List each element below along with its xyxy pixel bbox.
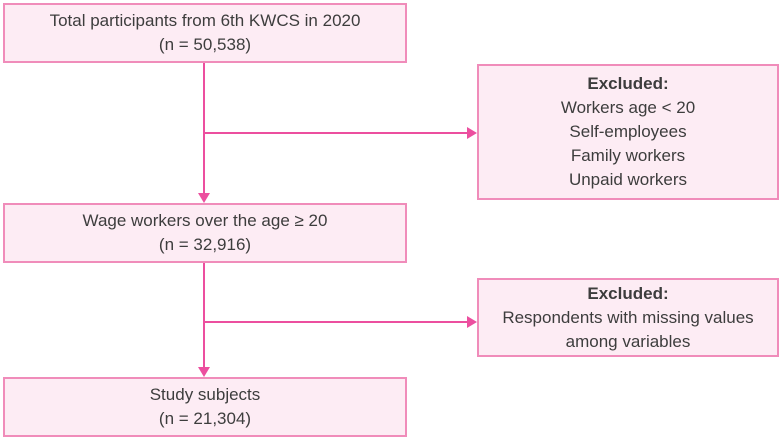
total-participants-n: (n = 50,538) (158, 35, 252, 54)
excluded-first-title: Excluded: (587, 74, 669, 93)
box-excluded-first: Excluded: Workers age < 20 Self-employee… (477, 64, 779, 200)
excluded-second-title: Excluded: (587, 283, 669, 303)
excluded-first-item: Family workers (570, 146, 686, 165)
arrowhead-down-icon-1 (198, 193, 210, 203)
excluded-first-item: Unpaid workers (568, 170, 688, 189)
excluded-first-item: Self-employees (569, 122, 687, 141)
excluded-second-item: Respondents with missing values among va… (502, 307, 754, 351)
arrowhead-right-icon-2 (467, 316, 477, 328)
wage-workers-n: (n = 32,916) (158, 235, 252, 254)
arrowhead-down-icon-2 (198, 367, 210, 377)
box-total-participants: Total participants from 6th KWCS in 2020… (3, 3, 407, 63)
excluded-first-item: Workers age < 20 (560, 98, 696, 117)
total-participants-label: Total participants from 6th KWCS in 2020 (49, 11, 361, 30)
box-excluded-second: Excluded: Respondents with missing value… (477, 278, 779, 357)
study-subjects-label: Study subjects (149, 385, 261, 404)
study-subjects-n: (n = 21,304) (158, 409, 252, 428)
box-study-subjects: Study subjects (n = 21,304) (3, 377, 407, 437)
arrowhead-right-icon-1 (467, 127, 477, 139)
wage-workers-label: Wage workers over the age ≥ 20 (82, 211, 328, 230)
box-wage-workers: Wage workers over the age ≥ 20 (n = 32,9… (3, 203, 407, 263)
